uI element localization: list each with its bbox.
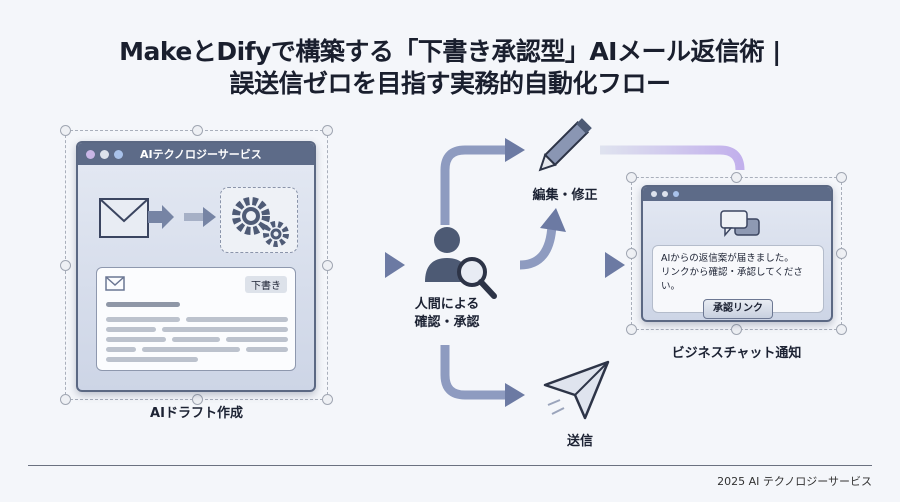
arrow-icon [148,205,174,229]
mail-icon [105,276,125,291]
message-line-1: AIからの返信案が届きました。 [661,253,794,264]
title-line-1: MakeとDifyで構築する「下書き承認型」AIメール返信術 | [119,37,781,66]
chat-selection-box [626,172,847,335]
arrow-to-send [440,345,505,400]
notification-card: AIからの返信案が届きました。 リンクから確認・承認してください。 承認リンク [652,245,824,319]
arrow-to-edit [440,145,505,225]
pencil-icon [538,118,592,172]
edit-caption: 編集・修正 [532,188,598,203]
footer-divider [28,465,872,466]
review-caption-2: 確認・承認 [414,315,480,330]
window-title: AIテクノロジーサービス [140,148,262,161]
gears-box [220,187,298,253]
draft-badge: 下書き [245,276,287,293]
draft-email-card: 下書き [96,267,296,371]
paper-plane-icon [543,360,610,420]
review-caption-1: 人間による [414,297,480,312]
draft-caption: AIドラフト作成 [150,406,243,421]
send-caption: 送信 [566,434,593,449]
ai-service-window: AIテクノロジーサービス 下書き [76,141,316,392]
gears-icon [232,197,289,247]
chat-bubbles-icon [720,210,760,238]
draft-selection-box [60,125,333,405]
message-line-2: リンクから確認・承認してください。 [661,267,803,292]
arrow-edit-to-chat [600,145,745,171]
approve-link-button[interactable]: 承認リンク [703,299,773,319]
title-line-2: 誤送信ゼロを目指す実務的自動化フロー [229,69,671,98]
chat-caption: ビジネスチャット通知 [671,346,802,361]
arrow-edit-branch [519,224,557,270]
envelope-icon [99,198,149,238]
review-caption: 人間による確認・承認 [395,296,499,332]
footer-text: 2025 AI テクノロジーサービス [717,475,872,488]
chat-window: AIからの返信案が届きました。 リンクから確認・承認してください。 承認リンク [641,185,833,322]
person-magnifier-icon [425,227,497,299]
